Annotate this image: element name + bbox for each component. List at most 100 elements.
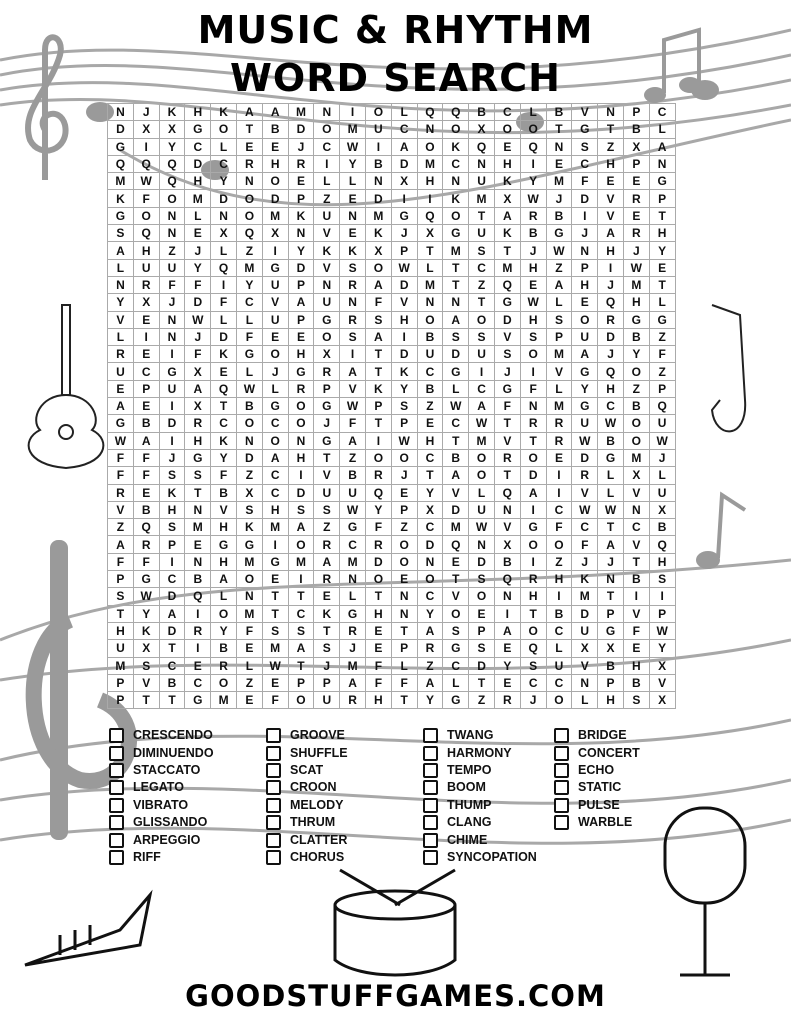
grid-cell[interactable]: J bbox=[288, 138, 315, 156]
grid-cell[interactable]: M bbox=[262, 519, 289, 537]
grid-cell[interactable]: N bbox=[288, 225, 315, 243]
grid-cell[interactable]: G bbox=[236, 536, 263, 554]
grid-cell[interactable]: T bbox=[623, 553, 650, 572]
grid-cell[interactable]: J bbox=[314, 415, 341, 433]
grid-cell[interactable]: O bbox=[443, 605, 470, 623]
grid-cell[interactable]: C bbox=[572, 519, 599, 537]
grid-cell[interactable]: W bbox=[572, 432, 599, 450]
grid-cell[interactable]: R bbox=[623, 225, 650, 243]
grid-cell[interactable]: S bbox=[340, 328, 366, 347]
grid-cell[interactable]: G bbox=[133, 571, 160, 589]
grid-cell[interactable]: I bbox=[159, 553, 186, 572]
grid-cell[interactable]: Y bbox=[236, 276, 263, 295]
grid-cell[interactable]: Q bbox=[159, 173, 186, 191]
grid-cell[interactable]: C bbox=[391, 121, 418, 139]
grid-cell[interactable]: A bbox=[443, 467, 470, 485]
grid-cell[interactable]: J bbox=[520, 692, 547, 710]
grid-cell[interactable]: M bbox=[443, 519, 470, 537]
grid-cell[interactable]: O bbox=[236, 571, 263, 589]
grid-cell[interactable]: M bbox=[469, 432, 495, 450]
grid-cell[interactable]: A bbox=[288, 640, 315, 658]
grid-cell[interactable]: N bbox=[598, 104, 624, 122]
grid-cell[interactable]: J bbox=[159, 449, 186, 468]
word-checkbox[interactable] bbox=[554, 728, 569, 744]
grid-cell[interactable]: Q bbox=[133, 519, 160, 537]
grid-cell[interactable]: R bbox=[185, 415, 212, 433]
grid-cell[interactable]: E bbox=[133, 346, 160, 364]
grid-cell[interactable]: Q bbox=[598, 363, 624, 381]
grid-cell[interactable]: B bbox=[623, 571, 650, 589]
grid-cell[interactable]: Q bbox=[133, 225, 160, 243]
grid-cell[interactable]: C bbox=[520, 674, 547, 693]
grid-cell[interactable]: T bbox=[494, 242, 521, 260]
grid-cell[interactable]: F bbox=[159, 276, 186, 295]
grid-cell[interactable]: T bbox=[262, 605, 289, 623]
grid-cell[interactable]: R bbox=[494, 692, 521, 710]
word-checkbox[interactable] bbox=[554, 780, 569, 796]
grid-cell[interactable]: L bbox=[443, 674, 470, 693]
grid-cell[interactable]: D bbox=[288, 259, 315, 277]
grid-cell[interactable]: Z bbox=[236, 467, 263, 485]
grid-cell[interactable]: T bbox=[365, 415, 392, 433]
grid-cell[interactable]: O bbox=[365, 259, 392, 277]
grid-cell[interactable]: P bbox=[391, 242, 418, 260]
grid-cell[interactable]: O bbox=[262, 432, 289, 450]
grid-cell[interactable]: F bbox=[211, 467, 237, 485]
grid-cell[interactable]: V bbox=[211, 501, 237, 520]
grid-cell[interactable]: V bbox=[494, 519, 521, 537]
grid-cell[interactable]: E bbox=[623, 207, 650, 226]
grid-cell[interactable]: H bbox=[598, 242, 624, 260]
grid-cell[interactable]: A bbox=[236, 104, 263, 122]
grid-cell[interactable]: G bbox=[185, 121, 212, 139]
grid-cell[interactable]: R bbox=[546, 415, 573, 433]
grid-cell[interactable]: Y bbox=[391, 380, 418, 399]
grid-cell[interactable]: J bbox=[649, 449, 676, 468]
word-checkbox[interactable] bbox=[423, 797, 438, 813]
grid-cell[interactable]: Q bbox=[365, 484, 392, 502]
grid-cell[interactable]: V bbox=[443, 588, 470, 606]
grid-cell[interactable]: G bbox=[443, 225, 470, 243]
word-checkbox[interactable] bbox=[423, 832, 438, 848]
grid-cell[interactable]: G bbox=[108, 415, 134, 433]
grid-cell[interactable]: L bbox=[520, 104, 547, 122]
grid-cell[interactable]: T bbox=[391, 692, 418, 710]
grid-cell[interactable]: L bbox=[649, 121, 676, 139]
grid-cell[interactable]: A bbox=[108, 242, 134, 260]
grid-cell[interactable]: G bbox=[314, 311, 341, 329]
grid-cell[interactable]: B bbox=[649, 519, 676, 537]
grid-cell[interactable]: E bbox=[262, 571, 289, 589]
grid-cell[interactable]: A bbox=[417, 674, 444, 693]
grid-cell[interactable]: T bbox=[417, 242, 444, 260]
grid-cell[interactable]: G bbox=[494, 294, 521, 312]
grid-cell[interactable]: L bbox=[108, 259, 134, 277]
grid-cell[interactable]: A bbox=[262, 104, 289, 122]
grid-cell[interactable]: L bbox=[236, 657, 263, 675]
grid-cell[interactable]: R bbox=[108, 346, 134, 364]
grid-cell[interactable]: N bbox=[520, 398, 547, 416]
grid-cell[interactable]: A bbox=[365, 328, 392, 347]
grid-cell[interactable]: F bbox=[108, 449, 134, 468]
grid-cell[interactable]: J bbox=[340, 640, 366, 658]
grid-cell[interactable]: Q bbox=[185, 588, 212, 606]
grid-cell[interactable]: W bbox=[546, 242, 573, 260]
grid-cell[interactable]: J bbox=[598, 346, 624, 364]
grid-cell[interactable]: P bbox=[649, 380, 676, 399]
grid-cell[interactable]: R bbox=[623, 190, 650, 208]
grid-cell[interactable]: N bbox=[443, 173, 470, 191]
grid-cell[interactable]: D bbox=[391, 346, 418, 364]
grid-cell[interactable]: N bbox=[417, 553, 444, 572]
grid-cell[interactable]: T bbox=[108, 605, 134, 623]
grid-cell[interactable]: C bbox=[469, 380, 495, 399]
grid-cell[interactable]: N bbox=[469, 155, 495, 174]
word-checkbox[interactable] bbox=[266, 849, 281, 865]
grid-cell[interactable]: T bbox=[185, 484, 212, 502]
grid-cell[interactable]: B bbox=[443, 449, 470, 468]
grid-cell[interactable]: J bbox=[598, 276, 624, 295]
grid-cell[interactable]: H bbox=[598, 692, 624, 710]
grid-cell[interactable]: I bbox=[546, 588, 573, 606]
grid-cell[interactable]: N bbox=[598, 571, 624, 589]
grid-cell[interactable]: A bbox=[314, 553, 341, 572]
grid-cell[interactable]: X bbox=[417, 501, 444, 520]
grid-cell[interactable]: E bbox=[443, 553, 470, 572]
grid-cell[interactable]: G bbox=[443, 363, 470, 381]
